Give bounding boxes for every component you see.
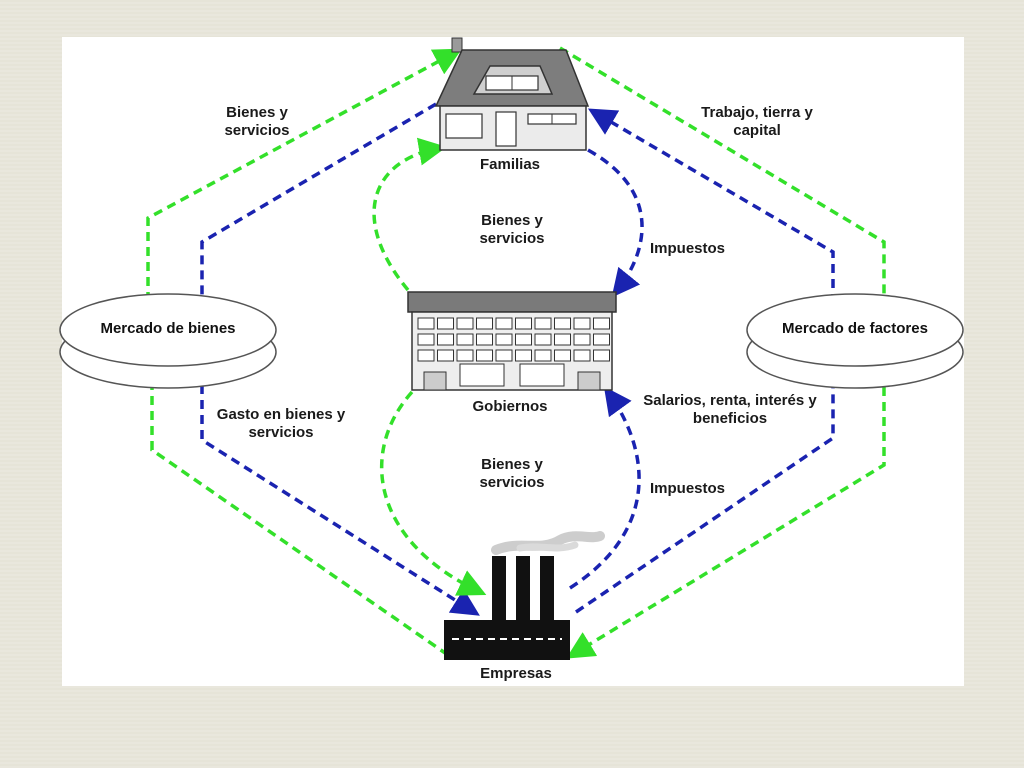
- building-window: [495, 333, 513, 346]
- impuestos-bottom-label: Impuestos: [650, 480, 726, 497]
- building-window: [554, 333, 571, 346]
- flow-green-gobiernos-to-empresas: [379, 390, 487, 596]
- familias-label: Familias: [479, 156, 541, 173]
- building-window: [573, 317, 591, 330]
- flow-blue-mercado-bienes-to-empresas: [200, 370, 480, 616]
- building-window: [534, 349, 552, 362]
- building-window: [476, 333, 493, 346]
- building-window: [515, 349, 532, 362]
- building-window: [495, 317, 513, 330]
- building-window: [456, 349, 474, 362]
- building-window: [515, 317, 532, 330]
- bienes-servicios-top-label: Bienes y servicios: [224, 104, 290, 139]
- mercado-bienes-label: Mercado de bienes: [100, 320, 236, 337]
- flow-blue-familias-to-gobiernos: [587, 148, 644, 298]
- mercado-bienes-disc: [59, 293, 277, 389]
- gasto-bienes-servicios-label: Gasto en bienes y servicios: [216, 406, 346, 441]
- building-window: [593, 317, 610, 330]
- mercado-factores-disc: [746, 293, 964, 389]
- building-window: [534, 317, 552, 330]
- trabajo-tierra-capital-label: Trabajo, tierra y capital: [701, 104, 813, 139]
- bienes-servicios-center-bottom-label: Bienes y servicios: [479, 456, 545, 491]
- building-window: [534, 333, 552, 346]
- flow-blue-mercado-factores-to-familias: [587, 108, 835, 318]
- mercado-factores-label: Mercado de factores: [782, 320, 928, 337]
- building-window: [437, 317, 454, 330]
- building-window: [476, 349, 493, 362]
- building-window: [554, 317, 571, 330]
- flow-blue-familias-to-mercado-bienes: [200, 102, 437, 316]
- factory-icon: [444, 531, 605, 660]
- building-window: [573, 349, 591, 362]
- house-icon: [434, 37, 590, 151]
- flow-blue-empresas-to-gobiernos: [569, 386, 641, 590]
- building-window: [417, 317, 435, 330]
- flow-green-empresas-to-mercado-bienes: [150, 370, 449, 657]
- building-window: [456, 333, 474, 346]
- flow-green-familias-to-mercado-factores: [559, 46, 886, 318]
- bienes-servicios-center-top-label: Bienes y servicios: [479, 212, 545, 247]
- building-window: [593, 333, 610, 346]
- flow-green-mercado-bienes-to-familias: [146, 48, 463, 316]
- building-window: [417, 349, 435, 362]
- building-window: [437, 349, 454, 362]
- building-window: [593, 349, 610, 362]
- building-window: [495, 349, 513, 362]
- building-window: [476, 317, 493, 330]
- flow-green-gobiernos-to-familias: [372, 137, 447, 292]
- gobiernos-label: Gobiernos: [472, 398, 548, 415]
- building-window: [456, 317, 474, 330]
- building-window: [417, 333, 435, 346]
- impuestos-top-label: Impuestos: [650, 240, 726, 257]
- salarios-renta-label: Salarios, renta, interés y beneficios: [643, 392, 817, 427]
- building-window: [515, 333, 532, 346]
- building-window: [437, 333, 454, 346]
- building-window: [554, 349, 571, 362]
- flow-green-mercado-factores-to-empresas: [566, 372, 886, 659]
- empresas-label: Empresas: [480, 665, 552, 682]
- government-building-icon: [407, 291, 617, 391]
- building-window: [573, 333, 591, 346]
